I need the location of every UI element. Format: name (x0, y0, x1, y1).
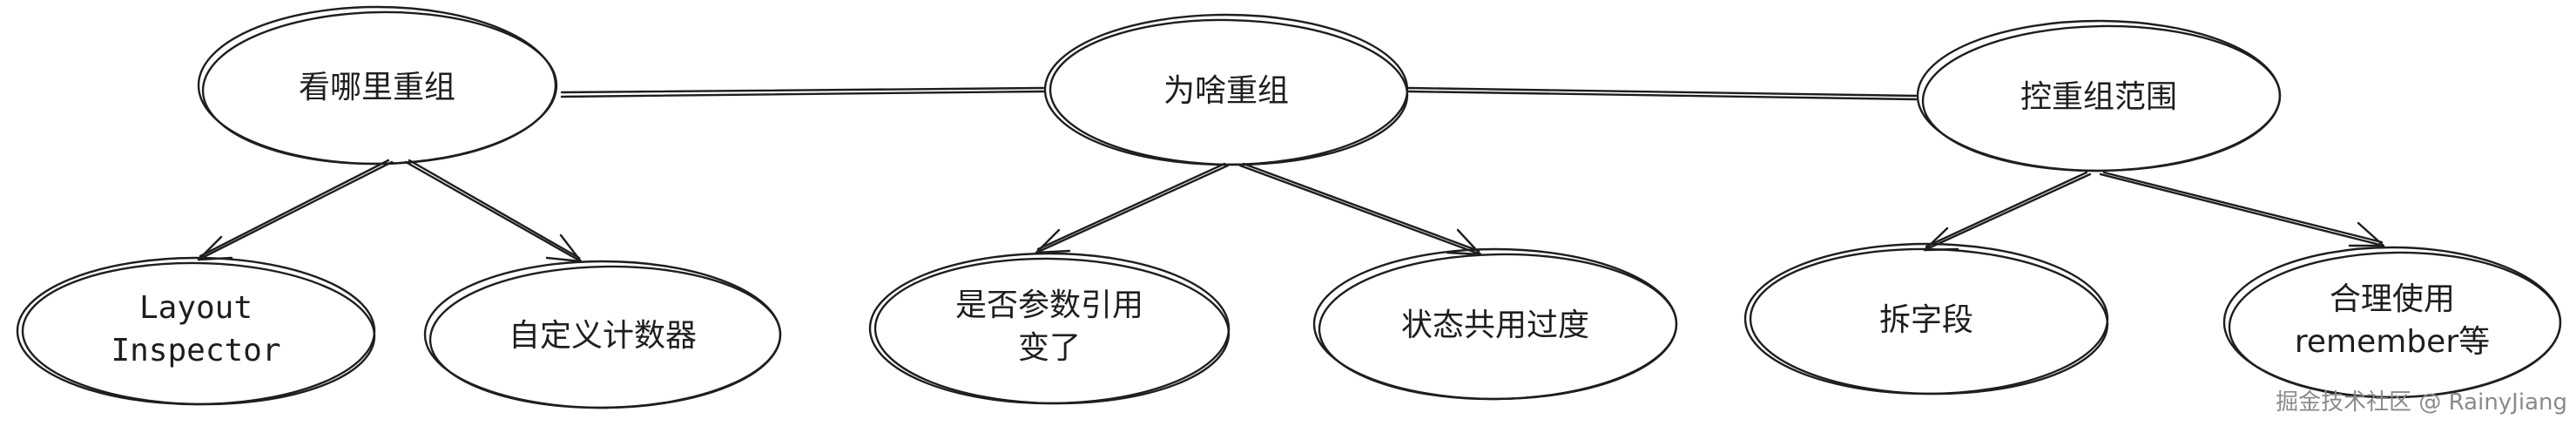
watermark-text: 掘金技术社区 @ RainyJiang (2276, 389, 2567, 416)
node-label-line-2: 变了 (1018, 330, 1081, 366)
node-label: 状态共用过度 (1401, 308, 1589, 343)
node-param-ref-changed: 是否参数引用 变了 (868, 252, 1231, 405)
node-state-overshared: 状态共用过度 (1312, 247, 1678, 401)
arrow-n3-n9 (2099, 171, 2385, 247)
node-label-line-2: Inspector (111, 333, 280, 369)
node-layout-inspector: Layout Inspector (16, 256, 376, 406)
node-label: 为啥重组 (1163, 73, 1289, 109)
node-use-remember: 合理使用 remember等 (2222, 246, 2562, 399)
arrow-n1-n5 (404, 159, 583, 263)
node-label: 看哪里重组 (299, 70, 455, 105)
node-split-fields: 拆字段 (1743, 242, 2109, 396)
node-label-line-1: Layout (139, 290, 253, 326)
node-see-where-recompose: 看哪里重组 (197, 5, 558, 166)
node-label-line-2: remember等 (2295, 324, 2490, 360)
connector-n2-n3 (1407, 86, 1918, 101)
node-label: 控重组范围 (2020, 79, 2177, 115)
node-why-recompose: 为啥重组 (1043, 13, 1409, 166)
node-custom-counter: 自定义计数器 (423, 260, 782, 409)
arrow-n1-n4 (197, 159, 394, 261)
arrow-n2-n7 (1238, 162, 1482, 256)
arrow-n3-n8 (1923, 171, 2092, 252)
arrow-n2-n6 (1035, 162, 1230, 254)
connector-n1-n2 (560, 86, 1045, 98)
node-control-recompose-scope: 控重组范围 (1916, 19, 2282, 172)
node-label: 拆字段 (1879, 302, 1973, 338)
node-label-line-1: 合理使用 (2330, 281, 2455, 317)
node-label-line-1: 是否参数引用 (955, 287, 1143, 323)
node-label: 自定义计数器 (509, 318, 697, 354)
